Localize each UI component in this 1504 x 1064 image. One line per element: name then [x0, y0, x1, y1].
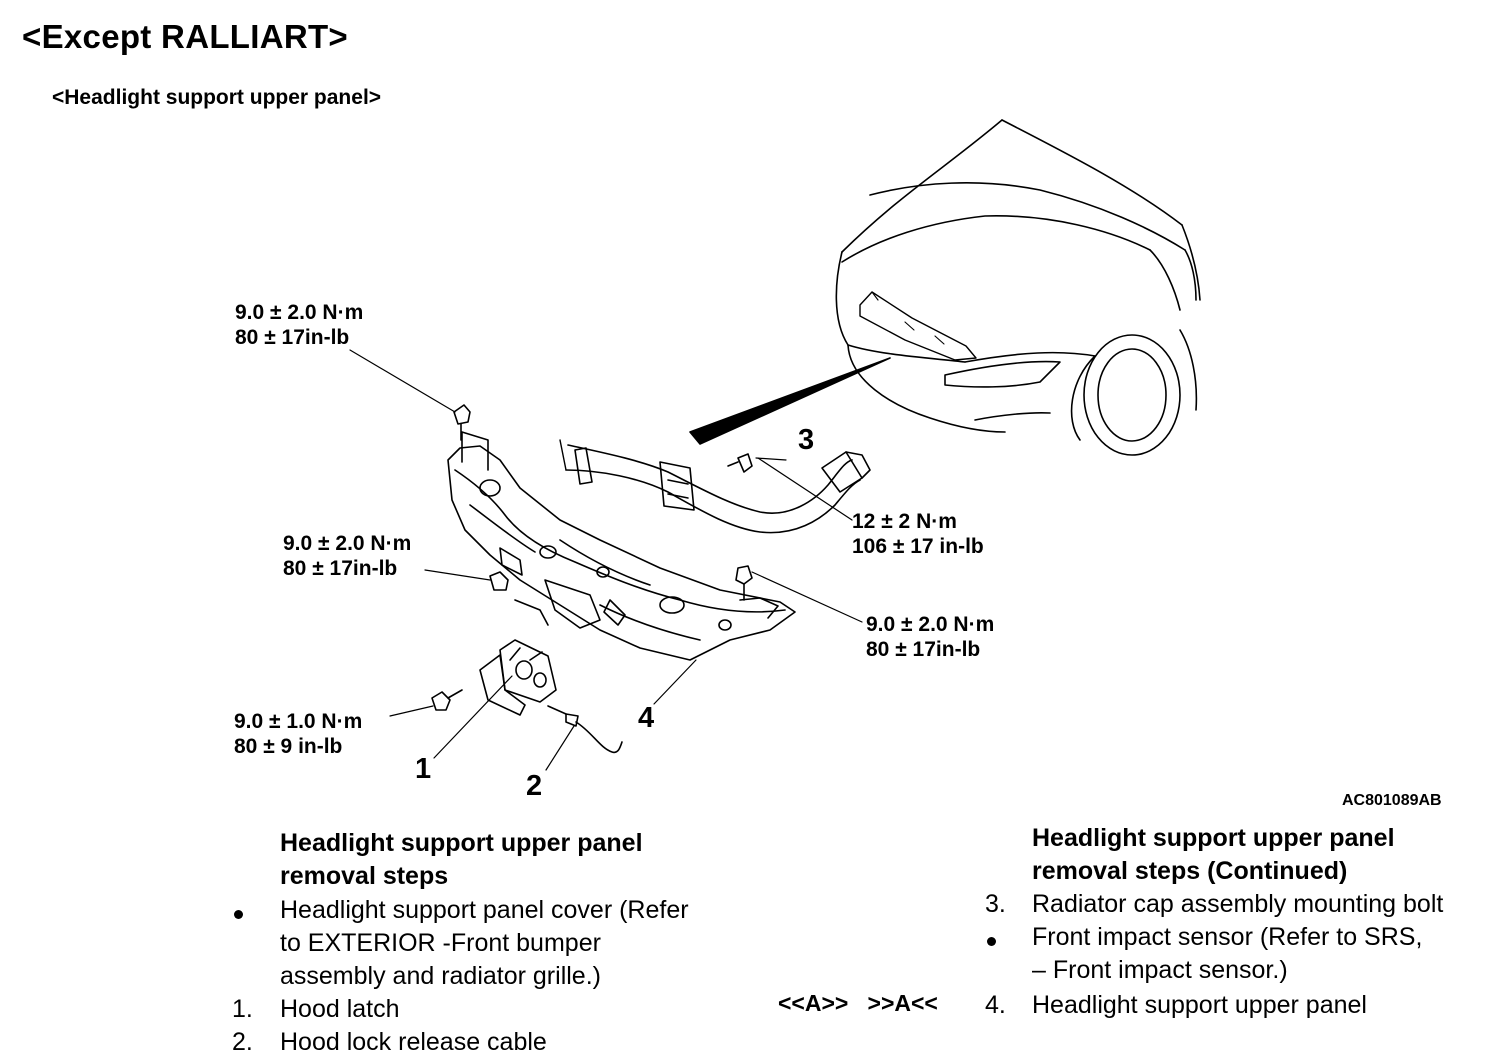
callout-4: 4 — [638, 702, 655, 734]
step-item-radiator-cap-bolt: Radiator cap assembly mounting bolt — [1032, 890, 1444, 918]
bullet-marker — [987, 937, 996, 946]
step-number: 3. — [985, 890, 1006, 918]
service-point-note: <<A>> >>A<< — [778, 990, 938, 1016]
bullet-marker — [234, 910, 243, 919]
step-line: Front impact sensor (Refer to SRS, — [1032, 923, 1423, 951]
steps-heading-right: Headlight support upper panel removal st… — [1032, 822, 1395, 888]
bolt-shapes — [431, 404, 753, 711]
leader-lines — [349, 349, 863, 771]
view-arrow — [689, 357, 891, 445]
upper-panel-part — [447, 431, 796, 661]
step-number: 1. — [232, 995, 253, 1023]
torque-imperial: 80 ± 17in-lb — [283, 557, 398, 580]
heading-line: removal steps — [280, 862, 449, 890]
torque-imperial: 80 ± 9 in-lb — [234, 735, 343, 758]
torque-spec-latch-bolt: 9.0 ± 1.0 N·m 80 ± 9 in-lb — [234, 709, 362, 759]
step-number: 2. — [232, 1028, 253, 1056]
step-line: to EXTERIOR -Front bumper — [280, 929, 601, 957]
callout-2: 2 — [526, 770, 543, 802]
step-line: assembly and radiator grille.) — [280, 962, 601, 990]
torque-metric: 9.0 ± 2.0 N·m — [235, 301, 364, 324]
hood-release-cable — [547, 705, 623, 754]
torque-metric: 12 ± 2 N·m — [852, 510, 957, 533]
vehicle-front-outline — [835, 119, 1201, 456]
step-number: 4. — [985, 991, 1006, 1019]
torque-metric: 9.0 ± 2.0 N·m — [283, 532, 412, 555]
step-item-panel-cover: Headlight support panel cover (Refer to … — [280, 894, 689, 993]
radiator-hose — [559, 439, 871, 534]
illustration-reference-code: AC801089AB — [1342, 792, 1442, 809]
torque-imperial: 80 ± 17in-lb — [866, 638, 981, 661]
torque-imperial: 106 ± 17 in-lb — [852, 535, 984, 558]
heading-line: removal steps (Continued) — [1032, 857, 1348, 885]
callout-3: 3 — [798, 424, 815, 456]
callout-1: 1 — [415, 753, 432, 785]
section-subtitle: <Headlight support upper panel> — [52, 86, 382, 109]
step-item-hood-latch: Hood latch — [280, 995, 400, 1023]
step-item-release-cable: Hood lock release cable — [280, 1028, 547, 1056]
torque-spec-radiator-cap-bolt: 12 ± 2 N·m 106 ± 17 in-lb — [852, 509, 984, 559]
step-line: – Front impact sensor.) — [1032, 956, 1288, 984]
heading-line: Headlight support upper panel — [1032, 824, 1395, 852]
torque-metric: 9.0 ± 2.0 N·m — [866, 613, 995, 636]
torque-spec-upper-bolt: 9.0 ± 2.0 N·m 80 ± 17in-lb — [235, 300, 363, 350]
hood-latch-part — [479, 639, 557, 716]
heading-line: Headlight support upper panel — [280, 829, 643, 857]
torque-metric: 9.0 ± 1.0 N·m — [234, 710, 363, 733]
step-item-impact-sensor: Front impact sensor (Refer to SRS, – Fro… — [1032, 921, 1422, 987]
step-item-upper-panel: Headlight support upper panel — [1032, 991, 1367, 1019]
torque-imperial: 80 ± 17in-lb — [235, 326, 350, 349]
page-title: <Except RALLIART> — [22, 18, 348, 55]
torque-spec-side-bolt: 9.0 ± 2.0 N·m 80 ± 17in-lb — [283, 531, 411, 581]
torque-spec-right-bolt: 9.0 ± 2.0 N·m 80 ± 17in-lb — [866, 612, 994, 662]
steps-heading-left: Headlight support upper panel removal st… — [280, 827, 643, 893]
step-line: Headlight support panel cover (Refer — [280, 896, 689, 924]
